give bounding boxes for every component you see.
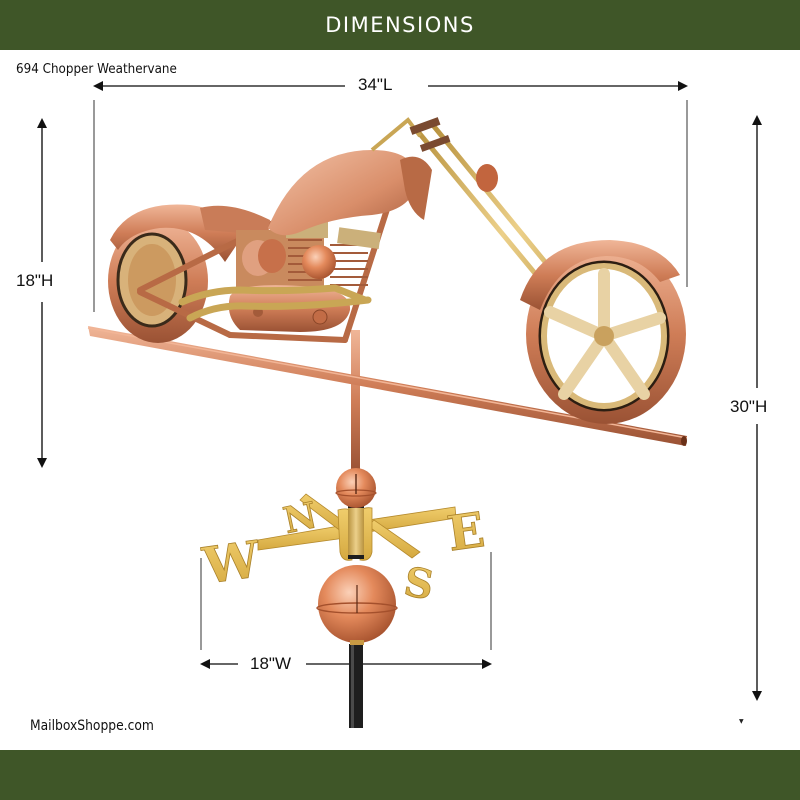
marker-triangle-icon: ▼ [739,718,744,725]
arrow-right-icon [482,659,492,669]
footer-bar [0,750,800,800]
headlight [476,164,498,192]
length-dimension-label: 34"L [352,75,399,95]
width-dimension-label: 18"W [244,654,297,674]
brass-sleeve [348,506,364,556]
seat [200,205,270,236]
small-finial-ball [335,468,377,508]
motorcycle [108,117,686,424]
copper-rod [351,330,360,472]
gas-tank [268,150,418,236]
arrow-left-icon [200,659,210,669]
arrow-up-icon [37,118,47,128]
mounting-pole [349,644,363,728]
arrow-down-icon [37,458,47,468]
west-letter: W [199,529,265,595]
page-title: DIMENSIONS [325,13,475,37]
east-letter: E [444,502,488,563]
arrow-up-icon [752,115,762,125]
sculpture-height-dimension-label: 18"H [14,271,56,291]
large-finial-ball [316,565,398,645]
arrow-right-icon [678,81,688,91]
dimension-lines [37,81,762,701]
header-bar: DIMENSIONS [0,0,800,50]
arrow-left-icon [93,81,103,91]
total-height-dimension-label: 30"H [728,397,770,417]
product-name-label: 694 Chopper Weathervane [16,62,177,77]
handlebars [370,117,422,152]
front-wheel [520,240,686,424]
brand-watermark: MailboxShoppe.com [30,718,154,734]
engine [228,222,381,332]
arrow-down-icon [752,691,762,701]
exhaust-pipes [178,284,372,322]
south-letter: S [401,558,438,609]
directional-letters: W N E S [198,494,488,610]
